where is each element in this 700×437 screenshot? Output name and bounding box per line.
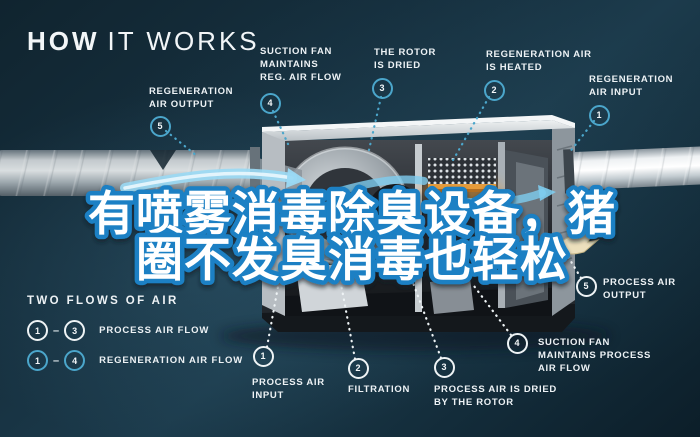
- airflow-arrow-mid: [306, 175, 428, 204]
- legend-title: TWO FLOWS OF AIR: [27, 295, 179, 307]
- legend-marker-from: 1: [27, 320, 48, 341]
- marker-number: 1: [34, 355, 40, 366]
- leader-proc-output: [565, 253, 583, 280]
- divider-panel-2: [498, 142, 505, 308]
- label-rotor-is-dried: THE ROTOR IS DRIED: [374, 47, 437, 71]
- divider-panel: [415, 144, 422, 312]
- label-process-air-input: PROCESS AIR INPUT: [252, 377, 325, 401]
- headline-line1: 有喷雾消毒除臭设备，猪: [88, 187, 616, 240]
- marker-number: 1: [596, 110, 602, 120]
- marker-number: 5: [583, 281, 589, 291]
- legend-process-label: PROCESS AIR FLOW: [99, 325, 210, 336]
- leader-reg-input: [567, 119, 596, 155]
- legend-regeneration-label: REGENERATION AIR FLOW: [99, 355, 244, 366]
- leader-reg-output: [164, 129, 199, 158]
- marker-number: 4: [72, 355, 78, 366]
- legend-marker-from: 1: [27, 350, 48, 371]
- duct-joint: [150, 150, 176, 170]
- airflow-arrows: [120, 168, 556, 260]
- marker-proc-output-5: 5: [575, 275, 597, 297]
- legend-row-regeneration: 1 – 4 REGENERATION AIR FLOW: [27, 350, 243, 371]
- marker-number: 4: [514, 338, 520, 348]
- component-box: [296, 262, 368, 312]
- label-filtration: FILTRATION: [348, 384, 411, 395]
- label-process-air-dried: PROCESS AIR IS DRIED BY THE ROTOR: [434, 384, 557, 408]
- label-regeneration-air-heated: REGENERATION AIR IS HEATED: [486, 49, 592, 73]
- label-regeneration-air-input: REGENERATION AIR INPUT: [589, 74, 674, 98]
- marker-number: 1: [34, 325, 40, 336]
- marker-number: 5: [157, 121, 163, 131]
- marker-reg-input-1: 1: [588, 104, 610, 126]
- cabinet-top: [262, 120, 575, 141]
- airflow-arrow-right: [428, 189, 546, 207]
- leader-proc-input: [265, 268, 283, 349]
- label-suction-fan-reg: SUCTION FAN MAINTAINS REG. AIR FLOW: [260, 46, 342, 83]
- marker-number: 1: [260, 351, 266, 361]
- title-light: IT WORKS: [107, 26, 260, 56]
- leader-filtration: [336, 266, 357, 361]
- headline-line2: 圈不发臭消毒也轻松: [136, 233, 568, 286]
- title-bold: HOW: [27, 26, 100, 56]
- process-output-arrow: [554, 233, 600, 255]
- marker-filtration-2: 2: [347, 357, 369, 379]
- label-regeneration-air-output: REGENERATION AIR OUTPUT: [149, 86, 234, 110]
- label-suction-fan-process: SUCTION FAN MAINTAINS PROCESS AIR FLOW: [538, 337, 652, 374]
- label-process-air-output: PROCESS AIR OUTPUT: [603, 277, 676, 301]
- marker-proc-dried-3: 3: [433, 356, 455, 378]
- marker-number: 3: [441, 362, 447, 372]
- marker-reg-output-5: 5: [149, 115, 171, 137]
- leader-proc-dried: [404, 262, 443, 360]
- marker-proc-fan-4: 4: [506, 332, 528, 354]
- leader-proc-fan: [472, 284, 513, 337]
- leader-reg-fan: [271, 109, 290, 146]
- marker-number: 2: [355, 363, 361, 373]
- marker-rotor-dried-3: 3: [371, 77, 393, 99]
- component-box-2: [430, 278, 474, 314]
- leader-reg-heated: [450, 95, 491, 164]
- marker-number: 3: [379, 83, 385, 93]
- right-duct: [563, 146, 700, 194]
- legend-range-dash: –: [53, 354, 60, 367]
- marker-reg-fan-4: 4: [259, 92, 281, 114]
- legend-marker-to: 4: [64, 350, 86, 371]
- cabinet-lid: [262, 115, 575, 132]
- legend-two-flows: TWO FLOWS OF AIR 1 – 3 PROCESS AIR FLOW …: [27, 295, 243, 380]
- marker-number: 3: [72, 325, 78, 336]
- marker-proc-input-1: 1: [252, 345, 274, 367]
- marker-reg-heated-2: 2: [483, 79, 505, 101]
- leader-lines: [164, 95, 596, 361]
- legend-row-process: 1 – 3 PROCESS AIR FLOW: [27, 320, 243, 341]
- marker-number: 4: [267, 98, 273, 108]
- marker-number: 2: [491, 85, 497, 95]
- airflow-arrow-bottom: [289, 249, 423, 260]
- legend-marker-to: 3: [64, 320, 86, 341]
- legend-range-dash: –: [53, 324, 60, 337]
